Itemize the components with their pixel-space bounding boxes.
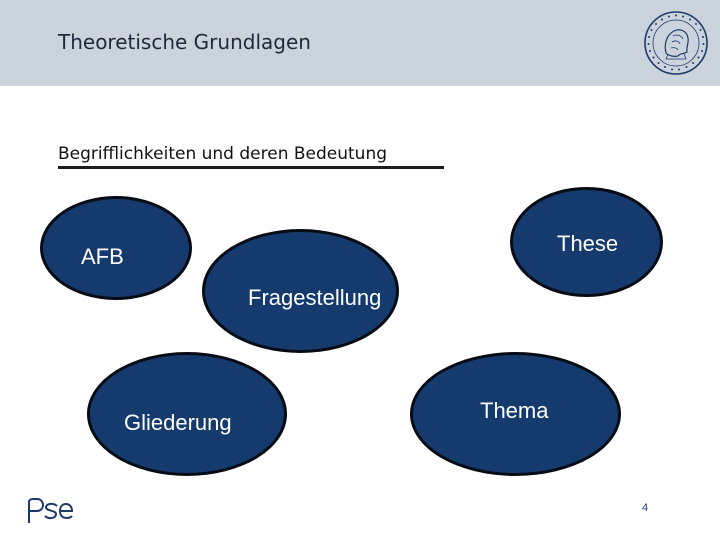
bubble-these: These bbox=[510, 187, 663, 297]
bubble-gliederung-label: Gliederung bbox=[124, 410, 232, 435]
bubble-these-label: These bbox=[557, 231, 619, 256]
bubble-gliederung: Gliederung bbox=[87, 352, 287, 476]
slide-subtitle: Begrifflichkeiten und deren Bedeutung bbox=[58, 144, 444, 169]
bubble-fragestellung: Fragestellung bbox=[202, 229, 399, 353]
bubble-afb: AFB bbox=[40, 196, 192, 300]
university-seal-icon bbox=[644, 11, 708, 75]
bubble-afb-label: AFB bbox=[81, 244, 124, 269]
bubble-fragestellung-label: Fragestellung bbox=[248, 285, 382, 310]
slide-title: Theoretische Grundlagen bbox=[58, 30, 311, 54]
header-bar: Theoretische Grundlagen bbox=[0, 0, 720, 86]
page-number: 4 bbox=[642, 502, 649, 514]
bubble-thema-label: Thema bbox=[480, 398, 549, 423]
bubble-thema: Thema bbox=[410, 352, 621, 476]
pse-logo-icon bbox=[28, 498, 74, 523]
